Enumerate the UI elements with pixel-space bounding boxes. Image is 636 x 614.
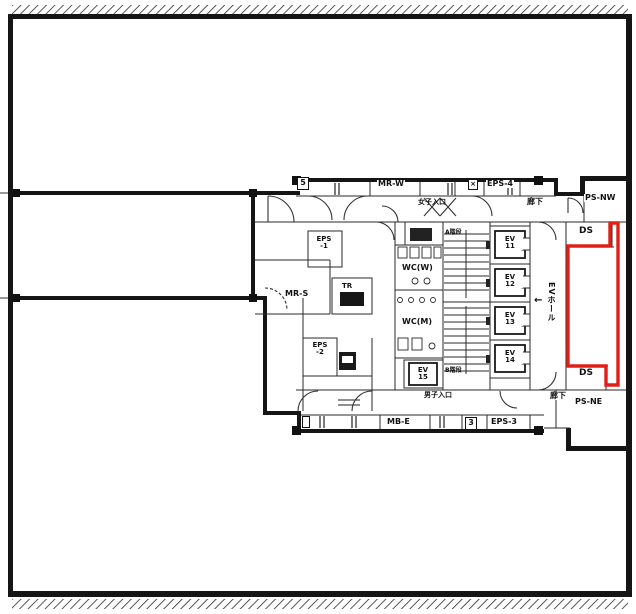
elevator-label-14: EV 14 bbox=[497, 350, 523, 364]
room-label-ds-bottom: DS bbox=[578, 368, 594, 378]
room-label-eps-1: EPS -1 bbox=[309, 236, 339, 250]
elevator-label-11: EV 11 bbox=[497, 236, 523, 250]
label-ev-hall: EVホール bbox=[547, 282, 556, 323]
wing-walls bbox=[13, 176, 632, 451]
grid-bubble-5: 5 bbox=[297, 177, 309, 190]
room-label-ds-top: DS bbox=[578, 226, 594, 236]
highlighted-area[interactable] bbox=[566, 221, 620, 387]
columns bbox=[13, 176, 543, 435]
boundary-hatch bbox=[12, 5, 628, 609]
room-label-wc-m: WC(M) bbox=[401, 317, 433, 326]
grid-bubble-3: 3 bbox=[465, 417, 477, 430]
grid-bubble-small bbox=[302, 416, 310, 428]
room-label-wc-w: WC(W) bbox=[401, 263, 434, 272]
wc-fixtures bbox=[397, 246, 442, 351]
label-entrance-top: 女子入口 bbox=[418, 198, 446, 206]
door-arcs bbox=[264, 195, 584, 412]
outer-walls bbox=[8, 14, 632, 597]
stair-treads bbox=[444, 230, 489, 374]
room-label-ps-nw: PS-NW bbox=[584, 193, 617, 202]
equipment-fixtures bbox=[319, 183, 513, 428]
grid-ticks bbox=[0, 192, 8, 299]
door-cross-box: × bbox=[468, 179, 478, 190]
room-label-eps-2: EPS -2 bbox=[305, 342, 335, 356]
room-label-tr: TR bbox=[341, 282, 354, 290]
elevator-label-15: EV 15 bbox=[411, 367, 435, 381]
room-label-mr-s: MR-S bbox=[284, 289, 310, 298]
room-label-stair-b: B階段 bbox=[445, 367, 462, 374]
room-label-corridor-bottom: 廊下 bbox=[549, 391, 567, 400]
room-label-eps-4: EPS-4 bbox=[486, 179, 514, 188]
elevator-label-12: EV 12 bbox=[497, 274, 523, 288]
room-label-corridor-top: 廊下 bbox=[526, 197, 544, 206]
elevator-label-13: EV 13 bbox=[497, 312, 523, 326]
room-label-ps-ne: PS-NE bbox=[574, 397, 604, 406]
label-entrance-bottom: 男子入口 bbox=[424, 391, 452, 399]
room-label-stair-a: A階段 bbox=[445, 229, 462, 236]
room-label-mr-w: MR-W bbox=[377, 179, 405, 188]
room-label-mb-e: MB-E bbox=[386, 417, 411, 426]
room-label-eps-3: EPS-3 bbox=[490, 417, 518, 426]
ev-hall-arrow-icon: ← bbox=[534, 295, 543, 306]
